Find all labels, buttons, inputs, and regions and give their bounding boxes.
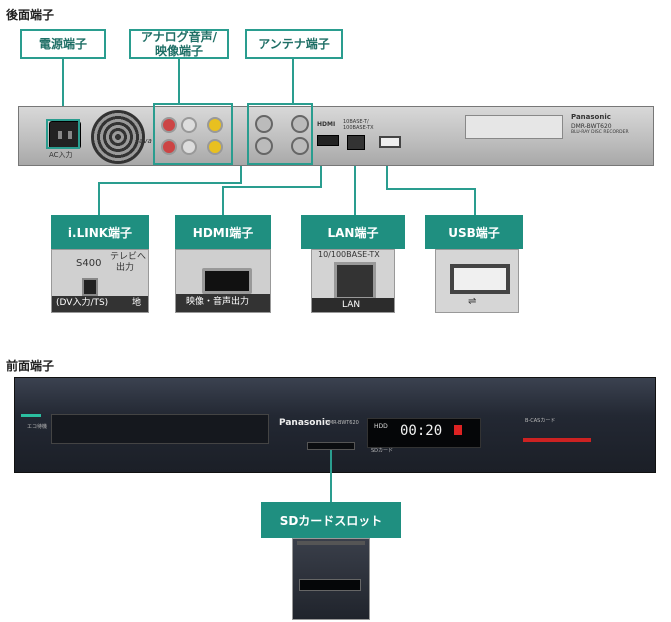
usb-connector-down	[474, 188, 476, 215]
rear-hdmi-port	[317, 135, 339, 146]
sd-slot	[307, 442, 355, 450]
usb-connector-horizontal	[386, 188, 476, 190]
front-brand: Panasonic	[279, 418, 331, 428]
analog-label-line2: 映像端子	[154, 44, 203, 58]
ilink-s400-label: S400	[76, 258, 102, 269]
sd-slot-callout: SDカードスロット	[261, 502, 401, 538]
rear-panel-image: AC入力 Java HDMI 10BASE-T/ 100BASE-TX Pana…	[18, 106, 654, 166]
antenna-highlight-box	[247, 103, 313, 165]
sd-slot-opening	[299, 579, 361, 591]
hdd-label: HDD	[374, 423, 388, 430]
eco-indicator	[21, 414, 41, 417]
rear-lan-label-1: 10BASE-T/	[343, 119, 369, 125]
lan-closeup: 10/100BASE-TX LAN	[311, 249, 395, 313]
hdmi-port-closeup	[202, 268, 252, 294]
ilink-tv-line1: テレビへ	[110, 252, 147, 262]
analog-av-terminal-label: アナログ音声/ 映像端子	[129, 29, 229, 59]
display-time: 00:20	[400, 423, 443, 439]
ilink-connector-horizontal	[98, 182, 242, 184]
antenna-terminal-label: アンテナ端子	[245, 29, 343, 59]
hdmi-closeup: 映像・音声出力	[175, 249, 271, 313]
hdmi-connector-vertical	[320, 166, 322, 188]
sd-slot-closeup	[292, 538, 370, 620]
ilink-closeup: S400 テレビへ 出力 (DV入力/TS) 地	[51, 249, 149, 313]
rear-lan-port	[347, 135, 365, 150]
rear-model: DMR-BWT620	[571, 123, 612, 130]
lan-port-closeup	[334, 262, 376, 300]
usb-icon: ⇌	[468, 296, 477, 307]
sd-card-label: SDカード	[371, 448, 394, 454]
bcas-label: B-CASカード	[525, 418, 556, 424]
rear-lan-label-2: 100BASE-TX	[343, 125, 374, 131]
rear-hdmi-logo: HDMI	[317, 121, 336, 128]
hdmi-callout: HDMI端子	[175, 215, 271, 249]
lan-top-label: 10/100BASE-TX	[318, 250, 380, 259]
antenna-jacks	[251, 109, 313, 163]
power-highlight-box	[46, 119, 80, 149]
analog-connector-line	[178, 59, 180, 103]
display-window: HDD 00:20	[367, 418, 481, 448]
lan-connector-vertical	[354, 166, 356, 215]
eco-label: エコ待機	[27, 424, 48, 430]
ilink-connector-vertical	[240, 166, 242, 184]
power-connector-line	[62, 59, 64, 125]
usb-callout: USB端子	[425, 215, 523, 249]
ac-input-label: AC入力	[49, 151, 73, 159]
lan-callout: LAN端子	[301, 215, 405, 249]
usb-port-closeup	[450, 264, 510, 294]
sd-connector-line	[330, 450, 332, 502]
cooling-fan	[91, 110, 145, 164]
front-model: DMR-BWT620	[325, 420, 359, 426]
ilink-bottom-extra: 地	[132, 298, 142, 308]
rear-usb-port	[379, 136, 401, 148]
ac-inlet	[49, 121, 81, 149]
lan-bottom-label: LAN	[342, 300, 361, 310]
ilink-bottom-label: (DV入力/TS)	[56, 298, 109, 308]
disc-tray	[51, 414, 269, 444]
analog-highlight-box	[153, 103, 233, 165]
bcas-slot	[523, 438, 591, 442]
ilink-tv-line2: 出力	[116, 263, 135, 273]
usb-connector-vertical	[386, 166, 388, 190]
rear-brand: Panasonic	[571, 113, 611, 121]
rear-subtitle: BLU-RAY DISC RECORDER	[571, 130, 629, 135]
hdmi-bottom-label: 映像・音声出力	[186, 297, 250, 307]
rear-section-title: 後面端子	[6, 8, 55, 22]
ilink-callout: i.LINK端子	[51, 215, 149, 249]
power-terminal-label: 電源端子	[20, 29, 106, 59]
hdmi-connector-horizontal	[222, 186, 322, 188]
hdmi-connector-down	[222, 186, 224, 215]
analog-av-jacks	[155, 107, 229, 163]
analog-label-line1: アナログ音声/	[140, 29, 218, 44]
front-panel-image: エコ待機 Panasonic DMR-BWT620 HDD 00:20 SDカー…	[14, 377, 656, 473]
ilink-port	[82, 278, 98, 296]
usb-closeup: ⇌	[435, 249, 519, 313]
front-section-title: 前面端子	[6, 359, 55, 373]
ilink-connector-down	[98, 182, 100, 215]
antenna-connector-line	[292, 59, 294, 103]
java-logo: Java	[137, 137, 152, 145]
rear-label-plate	[465, 115, 563, 139]
